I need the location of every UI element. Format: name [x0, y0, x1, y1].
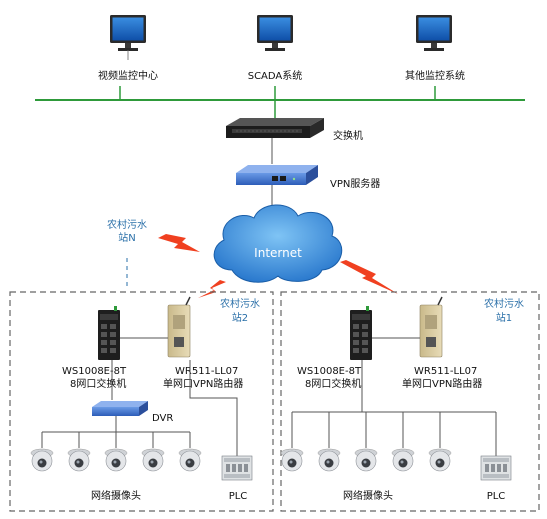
site1-camera-1: [280, 448, 304, 472]
monitor-video-center-label: 视频监控中心: [98, 69, 158, 82]
site1-wiring: [291, 337, 497, 456]
site1-router-icon: [419, 296, 443, 358]
wireless-link-site1: [340, 260, 398, 294]
site2-switch-desc: 8网口交换机: [70, 377, 126, 390]
site2-camera-5: [178, 448, 202, 472]
monitor-video-center: [110, 15, 146, 60]
site2-dvr-label: DVR: [152, 413, 173, 424]
site2-plc-label: PLC: [229, 491, 248, 502]
monitor-other-label: 其他监控系统: [405, 69, 465, 82]
site1-switch-desc: 8网口交换机: [305, 377, 361, 390]
site1-label-line1: 农村污水: [484, 297, 524, 310]
site1-camera-5: [428, 448, 452, 472]
site2-dvr-icon: [92, 401, 148, 416]
internet-cloud-icon: [213, 204, 343, 283]
vpn-server-label: VPN服务器: [330, 177, 380, 190]
site1-label-line2: 站1: [496, 311, 512, 324]
site1-plc-icon: [480, 455, 512, 481]
site2-boundary: [9, 291, 274, 512]
wireless-link-site2: [198, 280, 226, 298]
site2-router-desc: 单网口VPN路由器: [163, 377, 243, 390]
monitor-scada: [257, 15, 293, 51]
site1-plc-label: PLC: [487, 491, 506, 502]
site-n-label-line1: 农村污水: [107, 218, 147, 231]
site1-camera-3: [354, 448, 378, 472]
site2-camera-1: [30, 448, 54, 472]
core-switch-label: 交换机: [333, 129, 363, 142]
site2-label-line2: 站2: [232, 311, 248, 324]
site-n-label-line2: 站N: [118, 231, 135, 244]
site1-boundary: [280, 291, 540, 512]
site2-plc-icon: [221, 455, 253, 481]
lan-bus: [35, 86, 525, 122]
site2-camera-4: [141, 448, 165, 472]
site2-camera-2: [67, 448, 91, 472]
core-switch-icon: [226, 118, 324, 138]
site2-switch-icon: [98, 306, 120, 360]
site2-label-line1: 农村污水: [220, 297, 260, 310]
wireless-link-site-n: [158, 234, 200, 252]
site1-switch-icon: [350, 306, 372, 360]
site1-cameras-label: 网络摄像头: [343, 489, 393, 502]
site2-cameras-label: 网络摄像头: [91, 489, 141, 502]
site1-camera-2: [317, 448, 341, 472]
monitor-scada-label: SCADA系统: [248, 69, 303, 82]
monitor-other: [416, 15, 452, 51]
site2-wiring: [41, 337, 238, 456]
site1-router-model: WR511-LL07: [414, 366, 477, 377]
vpn-server-icon: [236, 165, 318, 185]
site2-router-model: WR511-LL07: [175, 366, 238, 377]
internet-label: Internet: [254, 246, 302, 260]
site1-camera-4: [391, 448, 415, 472]
site2-switch-model: WS1008E-8T: [62, 366, 127, 377]
site2-camera-3: [104, 448, 128, 472]
site1-router-desc: 单网口VPN路由器: [402, 377, 482, 390]
site1-switch-model: WS1008E-8T: [297, 366, 362, 377]
site2-router-icon: [167, 296, 191, 358]
